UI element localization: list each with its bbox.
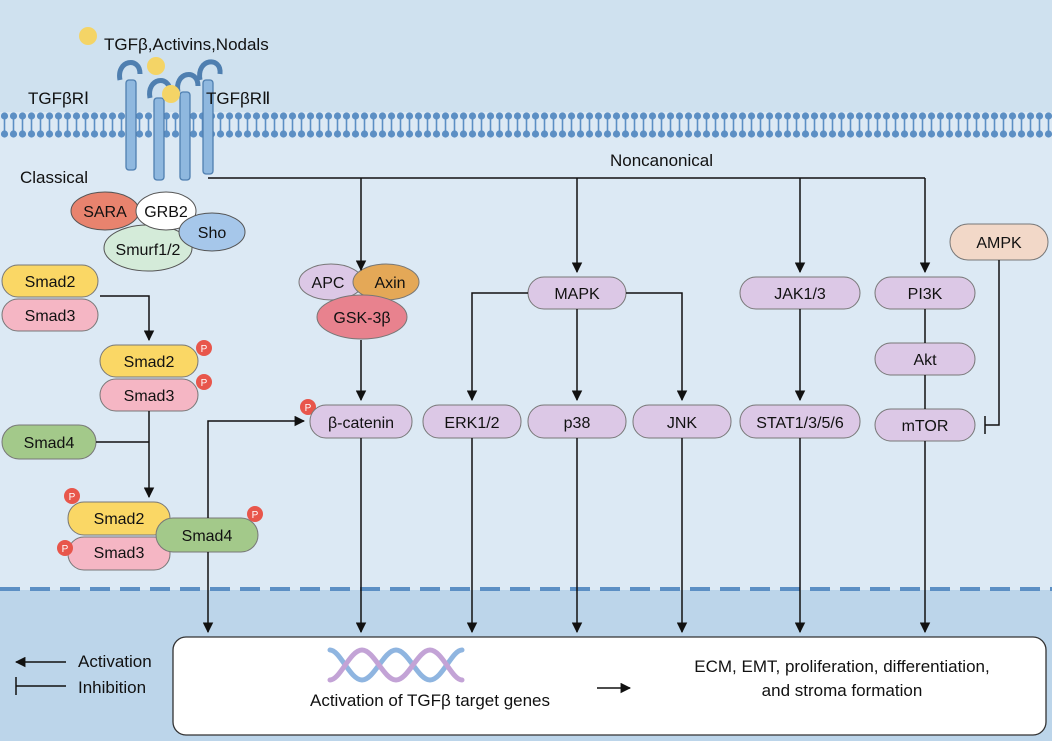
- extracellular-band: [0, 0, 1052, 112]
- p38-label: p38: [564, 415, 591, 432]
- apc-label: APC: [312, 275, 345, 292]
- activation-legend-label: Activation: [78, 652, 152, 671]
- complex-smad4-node: [155, 517, 259, 553]
- ligand-dot: [79, 27, 97, 45]
- mtor-label: mTOR: [902, 418, 949, 435]
- sho-node: [178, 212, 246, 252]
- complex-smad4-label: Smad4: [182, 528, 233, 545]
- phosphate-label: P: [62, 544, 69, 555]
- receptor-type2: [175, 59, 223, 181]
- receptor-type1-label: TGFβRⅠ: [28, 89, 89, 108]
- axin-label: Axin: [374, 275, 405, 292]
- phosphate-label: P: [252, 510, 259, 521]
- phospho-smad2-label: Smad2: [124, 354, 175, 371]
- phosphate-marker: [300, 399, 316, 415]
- smad3-label: Smad3: [25, 308, 76, 325]
- sho-label: Sho: [198, 225, 227, 242]
- pi3k-label: PI3K: [908, 286, 943, 303]
- smad2-node: [1, 264, 99, 298]
- bcatenin-label: β-catenin: [328, 415, 394, 432]
- mapk-right-branch: [626, 292, 688, 402]
- phosphate-marker: [196, 340, 212, 356]
- noncanonical-label: Noncanonical: [610, 151, 713, 170]
- phospho-smad3-label: Smad3: [124, 388, 175, 405]
- pathway-connectors: [96, 177, 1000, 634]
- arrow-complex-to-bcatenin: [207, 415, 306, 518]
- receptor-type2-label: TGFβRⅡ: [206, 89, 270, 108]
- phosphate-label: P: [305, 403, 312, 414]
- smurf-label: Smurf1/2: [116, 242, 181, 259]
- grb2-node: [135, 191, 197, 231]
- outcome-line2: and stroma formation: [762, 681, 923, 700]
- complex-smad3-label: Smad3: [94, 545, 145, 562]
- phosphate-label: P: [201, 378, 208, 389]
- phospho-smad2-node: [99, 344, 199, 378]
- plasma-membrane: [0, 112, 1052, 138]
- inhibition-legend-label: Inhibition: [78, 678, 146, 697]
- target-gene-box: [172, 636, 1047, 736]
- phosphate-marker: [57, 540, 73, 556]
- outcome-line1: ECM, EMT, proliferation, differentiation…: [694, 657, 989, 676]
- ampk-label: AMPK: [976, 235, 1022, 252]
- inhibition-legend-line: [15, 677, 66, 695]
- jak-label: JAK1/3: [774, 286, 826, 303]
- receptor-type1: [117, 60, 173, 181]
- ampk-inhibition: [985, 260, 1000, 426]
- dna-helix-icon: [327, 647, 465, 683]
- phosphate-marker: [196, 374, 212, 390]
- ligand-bound-dot: [147, 57, 165, 75]
- phosphate-marker: [64, 488, 80, 504]
- grb2-label: GRB2: [144, 204, 188, 221]
- mapk-left-branch: [466, 292, 528, 402]
- phosphate-marker: [247, 506, 263, 522]
- phosphate-label: P: [201, 344, 208, 355]
- stat-label: STAT1/3/5/6: [756, 415, 844, 432]
- gsk3b-node: [316, 294, 408, 340]
- phosphate-markers: P P P P P P: [57, 340, 316, 556]
- sara-label: SARA: [83, 204, 127, 221]
- smad3-node: [1, 298, 99, 332]
- ligand-bound-dot: [162, 85, 180, 103]
- akt-label: Akt: [913, 352, 937, 369]
- complex-smad2-label: Smad2: [94, 511, 145, 528]
- target-genes-label: Activation of TGFβ target genes: [310, 691, 550, 710]
- jnk-label: JNK: [667, 415, 698, 432]
- erk-label: ERK1/2: [444, 415, 499, 432]
- phosphate-label: P: [69, 492, 76, 503]
- smad4-label: Smad4: [24, 435, 75, 452]
- gsk3b-label: GSK-3β: [333, 310, 390, 327]
- arrow-smad23-to-phospho: [100, 295, 155, 342]
- mapk-label: MAPK: [554, 286, 600, 303]
- classical-label: Classical: [20, 168, 88, 187]
- smad2-label: Smad2: [25, 274, 76, 291]
- ligand-label: TGFβ,Activins,Nodals: [104, 35, 269, 54]
